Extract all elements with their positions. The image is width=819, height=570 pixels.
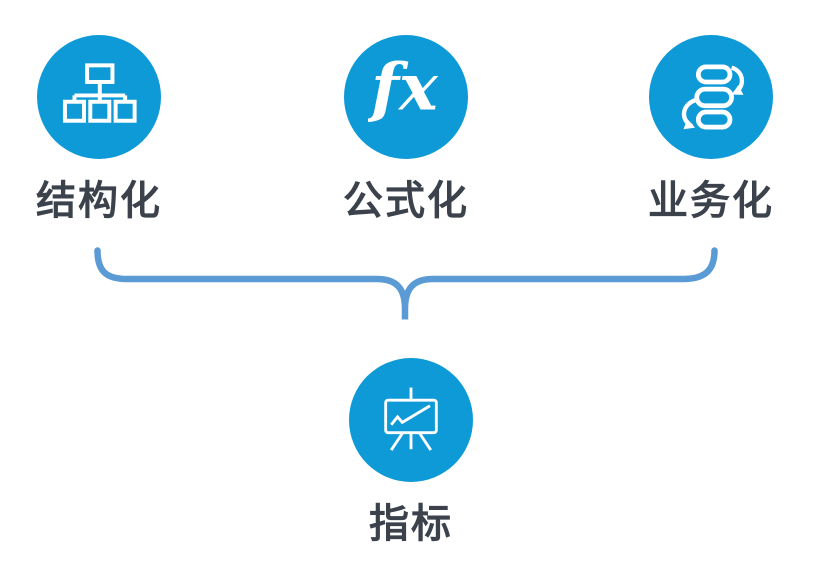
node-structured: 结构化 [0, 35, 209, 221]
fx-icon: fx [368, 59, 439, 126]
org-chart-icon [62, 63, 137, 123]
node-businessized: 业务化 [601, 35, 819, 221]
workflow-icon [681, 64, 744, 130]
indicator-circle [349, 358, 473, 482]
curly-brace-connector [94, 247, 718, 320]
businessized-circle [649, 35, 773, 159]
structured-label: 结构化 [36, 179, 162, 223]
presentation-chart-icon [384, 387, 438, 451]
indicator-label: 指标 [369, 502, 453, 546]
formulized-label: 公式化 [343, 179, 469, 223]
formulized-circle: fx [344, 35, 468, 159]
node-indicator: 指标 [301, 358, 521, 544]
structured-circle [37, 35, 161, 159]
node-formulized: fx 公式化 [296, 35, 516, 221]
businessized-label: 业务化 [648, 179, 774, 223]
fx-icon-text: fx [368, 59, 439, 126]
